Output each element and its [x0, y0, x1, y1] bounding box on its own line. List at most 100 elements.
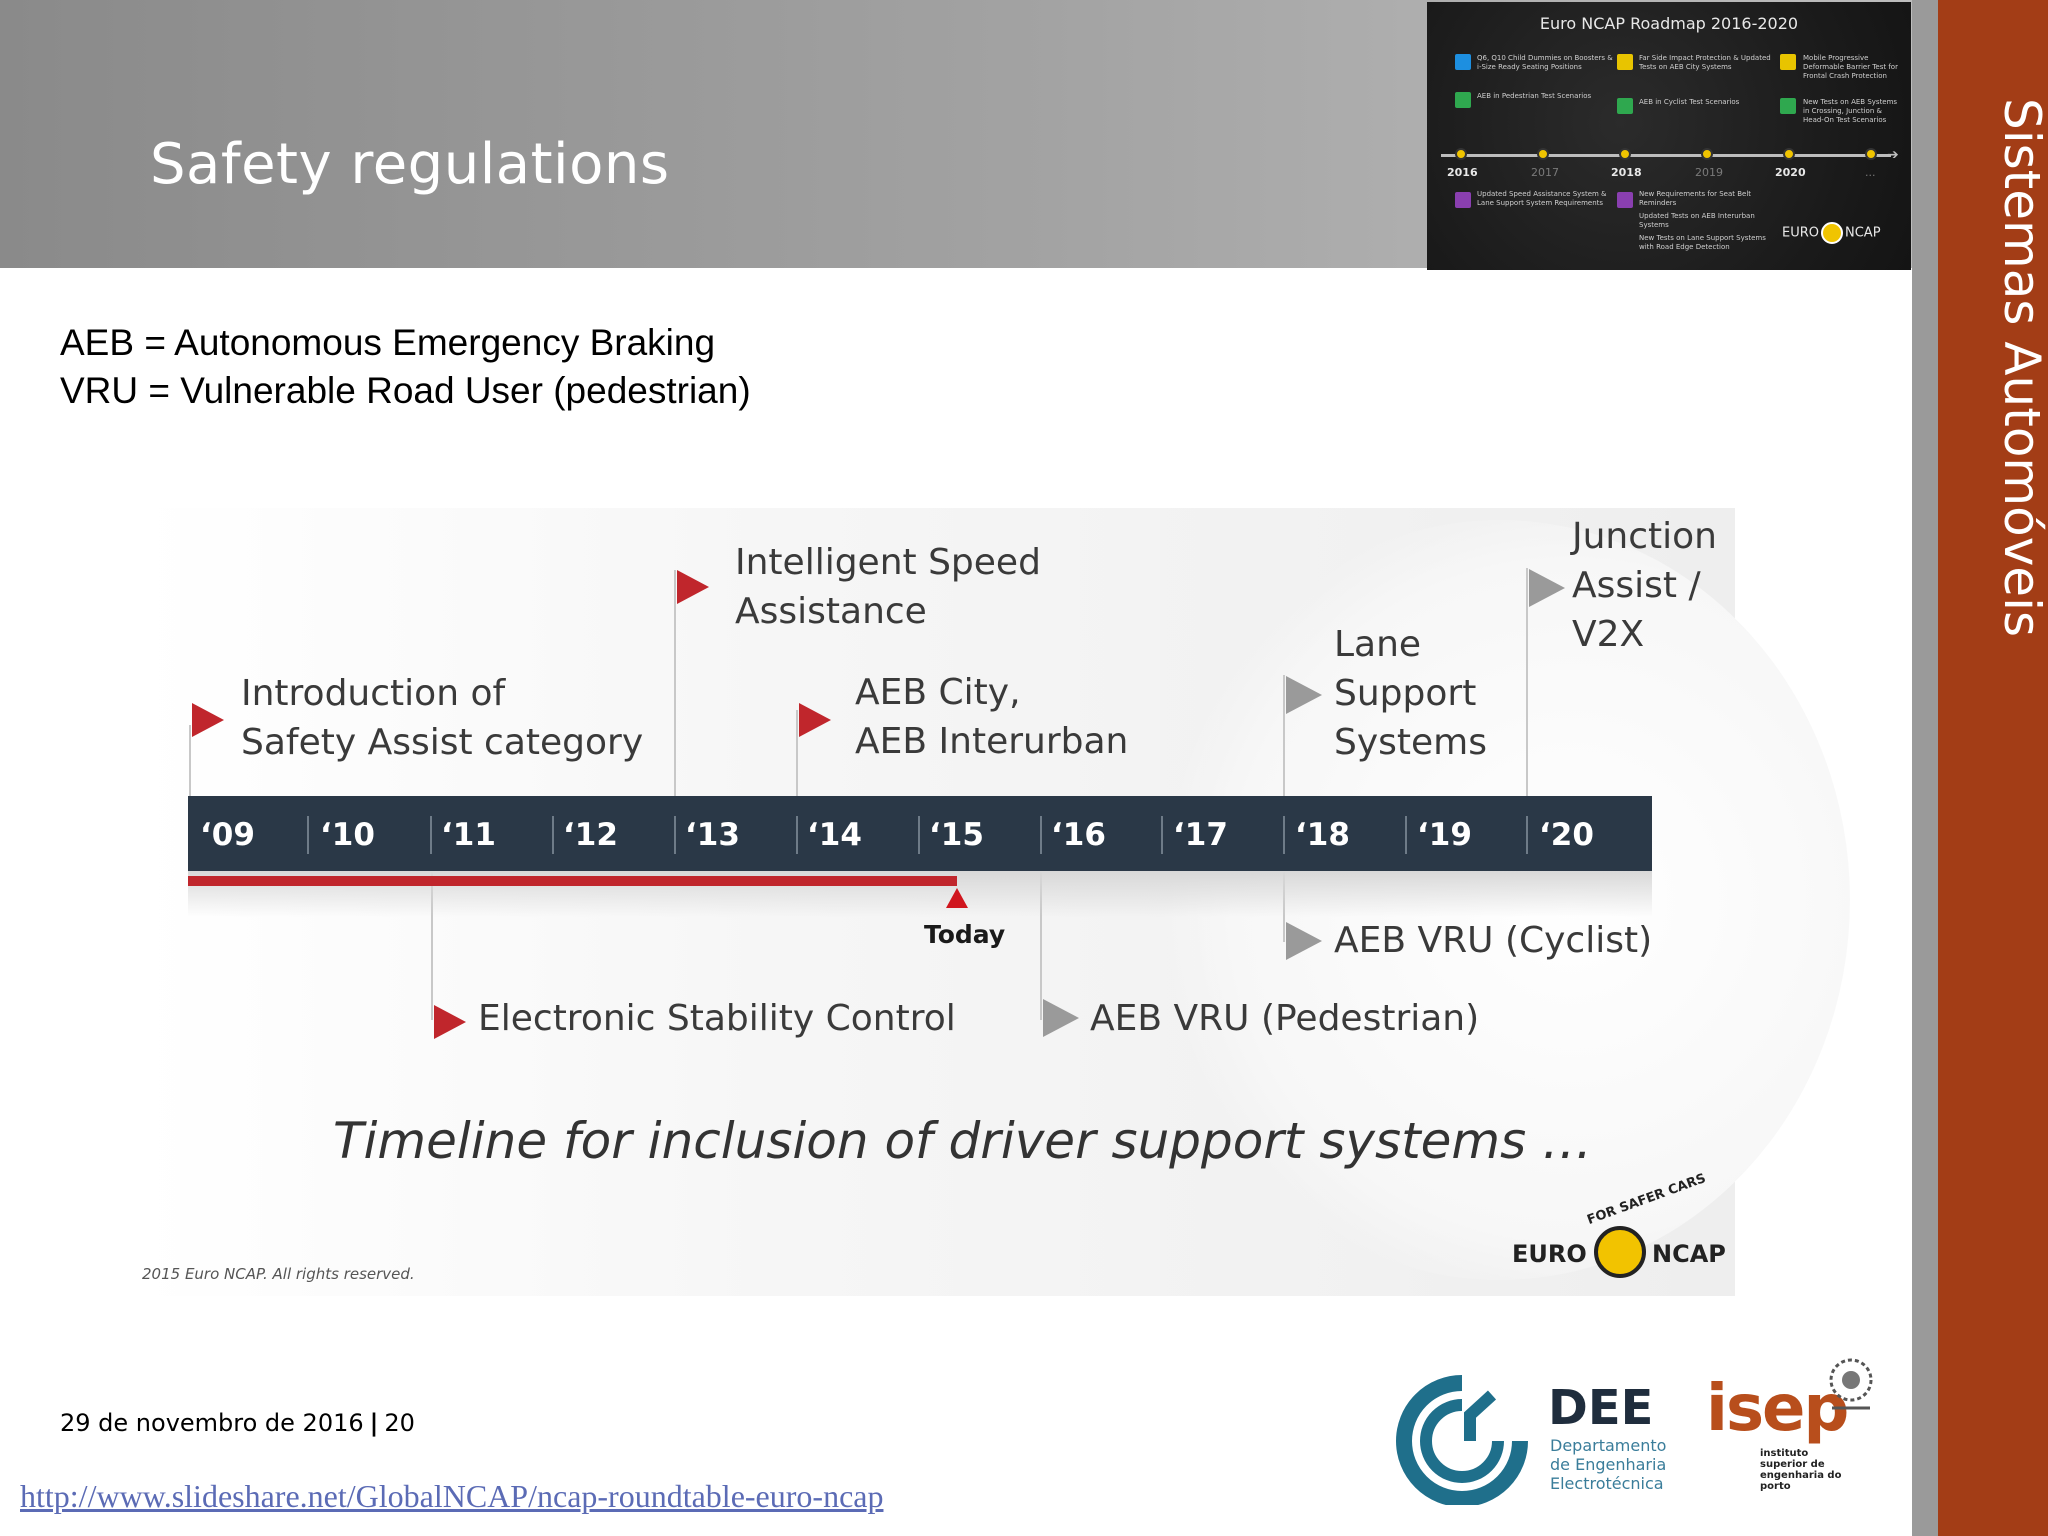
year-label: ‘12: [563, 817, 618, 853]
flag-icon: [799, 703, 831, 737]
roadmap-item: New Tests on Lane Support Systems with R…: [1639, 234, 1766, 251]
roadmap-item: Updated Tests on AEB Interurban Systems: [1639, 212, 1755, 229]
event-safety-assist: Introduction of Safety Assist category: [241, 673, 644, 763]
slide-title: Safety regulations: [150, 132, 670, 197]
junction-icon: [1780, 98, 1796, 114]
source-link[interactable]: http://www.slideshare.net/GlobalNCAP/nca…: [20, 1478, 884, 1514]
car-side-icon: [1617, 54, 1633, 70]
definition-aeb: AEB = Autonomous Emergency Braking: [60, 322, 716, 363]
year-tick: [1040, 816, 1042, 854]
roadmap-item: AEB in Pedestrian Test Scenarios: [1477, 92, 1592, 100]
year-label: ‘10: [320, 817, 375, 853]
year-tick: [796, 816, 798, 854]
year-label: ‘16: [1051, 817, 1106, 853]
euro-ncap-logo: FOR SAFER CARS EURO NCAP: [1512, 1171, 1726, 1298]
roadmap-item: Updated Speed Assistance System & Lane S…: [1477, 190, 1607, 207]
year-tick: [307, 816, 309, 854]
roadmap-dot: [1537, 148, 1549, 160]
flag-icon: [1043, 999, 1079, 1037]
year-label: ‘14: [807, 817, 862, 853]
course-title: Sistemas Automóveis: [1993, 98, 2048, 638]
roadmap-year: 2020: [1775, 166, 1806, 179]
timeline-bar: [188, 796, 1652, 871]
roadmap-dot: [1865, 148, 1877, 160]
year-label: ‘18: [1295, 817, 1350, 853]
year-tick: [918, 816, 920, 854]
copyright-note: 2015 Euro NCAP. All rights reserved.: [142, 1265, 415, 1283]
year-label: ‘19: [1417, 817, 1472, 853]
arrow-right-icon: ➔: [1887, 147, 1899, 163]
roadmap-dot: [1701, 148, 1713, 160]
barrier-icon: [1780, 54, 1796, 70]
isep-crest-icon: [1829, 1358, 1873, 1410]
isep-name: isep: [1706, 1372, 1849, 1446]
flag-icon: [1286, 922, 1322, 960]
roadmap-title: Euro NCAP Roadmap 2016-2020: [1539, 14, 1799, 33]
year-tick: [1526, 816, 1528, 854]
ncap-emblem-icon: [1594, 1226, 1646, 1278]
roadmap-year: 2019: [1695, 166, 1723, 179]
year-tick: [674, 816, 676, 854]
event-stem: [431, 870, 433, 1020]
dee-name: DEE: [1548, 1380, 1654, 1436]
roadmap-item: New Requirements for Seat Belt Reminders: [1639, 190, 1752, 207]
progress-bar: [188, 876, 957, 886]
isep-subtitle: instituto superior de engenharia do port…: [1760, 1448, 1842, 1492]
event-stem: [1526, 568, 1528, 797]
roadmap-item: AEB in Cyclist Test Scenarios: [1639, 98, 1740, 106]
event-aeb-vru-pedestrian: AEB VRU (Pedestrian): [1090, 998, 1480, 1039]
roadmap-item: Far Side Impact Protection & Updated Tes…: [1639, 54, 1771, 71]
roadmap-item: Q6, Q10 Child Dummies on Boosters & i-Si…: [1477, 54, 1613, 71]
side-band: [1938, 0, 2048, 1536]
year-label: ‘17: [1173, 817, 1228, 853]
child-seat-icon: [1455, 54, 1471, 70]
roadmap-year: 2017: [1531, 166, 1559, 179]
dee-logo-icon: [1396, 1375, 1528, 1505]
event-lane-support: Lane Support Systems: [1334, 624, 1487, 763]
roadmap-thumbnail: Euro NCAP Roadmap 2016-2020 Q6, Q10 Chil…: [1427, 2, 1911, 270]
timeline-caption: Timeline for inclusion of driver support…: [333, 1112, 1593, 1170]
flag-icon: [434, 1005, 466, 1039]
roadmap-year: ...: [1865, 166, 1876, 179]
event-stem: [796, 710, 798, 797]
roadmap-dot: [1783, 148, 1795, 160]
roadmap-dot: [1619, 148, 1631, 160]
roadmap-dot: [1455, 148, 1467, 160]
event-aeb-vru-cyclist: AEB VRU (Cyclist): [1334, 920, 1653, 961]
event-aeb-city: AEB City, AEB Interurban: [855, 672, 1129, 762]
today-label: Today: [924, 920, 1006, 949]
year-tick: [1405, 816, 1407, 854]
definition-vru: VRU = Vulnerable Road User (pedestrian): [60, 370, 751, 411]
pedestrian-icon: [1455, 92, 1471, 108]
roadmap-item: New Tests on AEB Systems in Crossing, Ju…: [1803, 98, 1898, 124]
roadmap-axis: [1441, 154, 1891, 157]
flag-icon: [1529, 569, 1565, 607]
side-divider: [1912, 0, 1938, 1536]
year-label: ‘11: [441, 817, 496, 853]
event-stem: [1283, 675, 1285, 797]
roadmap-year: 2016: [1447, 166, 1478, 179]
today-marker-icon: [946, 888, 968, 908]
event-esc: Electronic Stability Control: [478, 998, 956, 1039]
speed-icon: [1455, 192, 1471, 208]
flag-icon: [192, 703, 224, 737]
year-tick: [552, 816, 554, 854]
year-tick: [430, 816, 432, 854]
roadmap-item: Mobile Progressive Deformable Barrier Te…: [1803, 54, 1898, 80]
event-stem: [189, 725, 191, 797]
event-stem: [674, 570, 676, 797]
year-label: ‘15: [929, 817, 984, 853]
roadmap-year: 2018: [1611, 166, 1642, 179]
dee-subtitle: Departamento de Engenharia Electrotécnic…: [1550, 1436, 1667, 1493]
cyclist-icon: [1617, 98, 1633, 114]
footer-date: 29 de novembro de 2016|20: [60, 1409, 415, 1437]
event-stem: [1040, 870, 1042, 1020]
event-junction-assist: Junction Assist / V2X: [1572, 516, 1718, 655]
year-label: ‘13: [685, 817, 740, 853]
year-label: ‘20: [1539, 817, 1594, 853]
seatbelt-icon: [1617, 192, 1633, 208]
year-label: ‘09: [200, 817, 255, 853]
year-tick: [1161, 816, 1163, 854]
flag-icon: [1286, 676, 1322, 714]
